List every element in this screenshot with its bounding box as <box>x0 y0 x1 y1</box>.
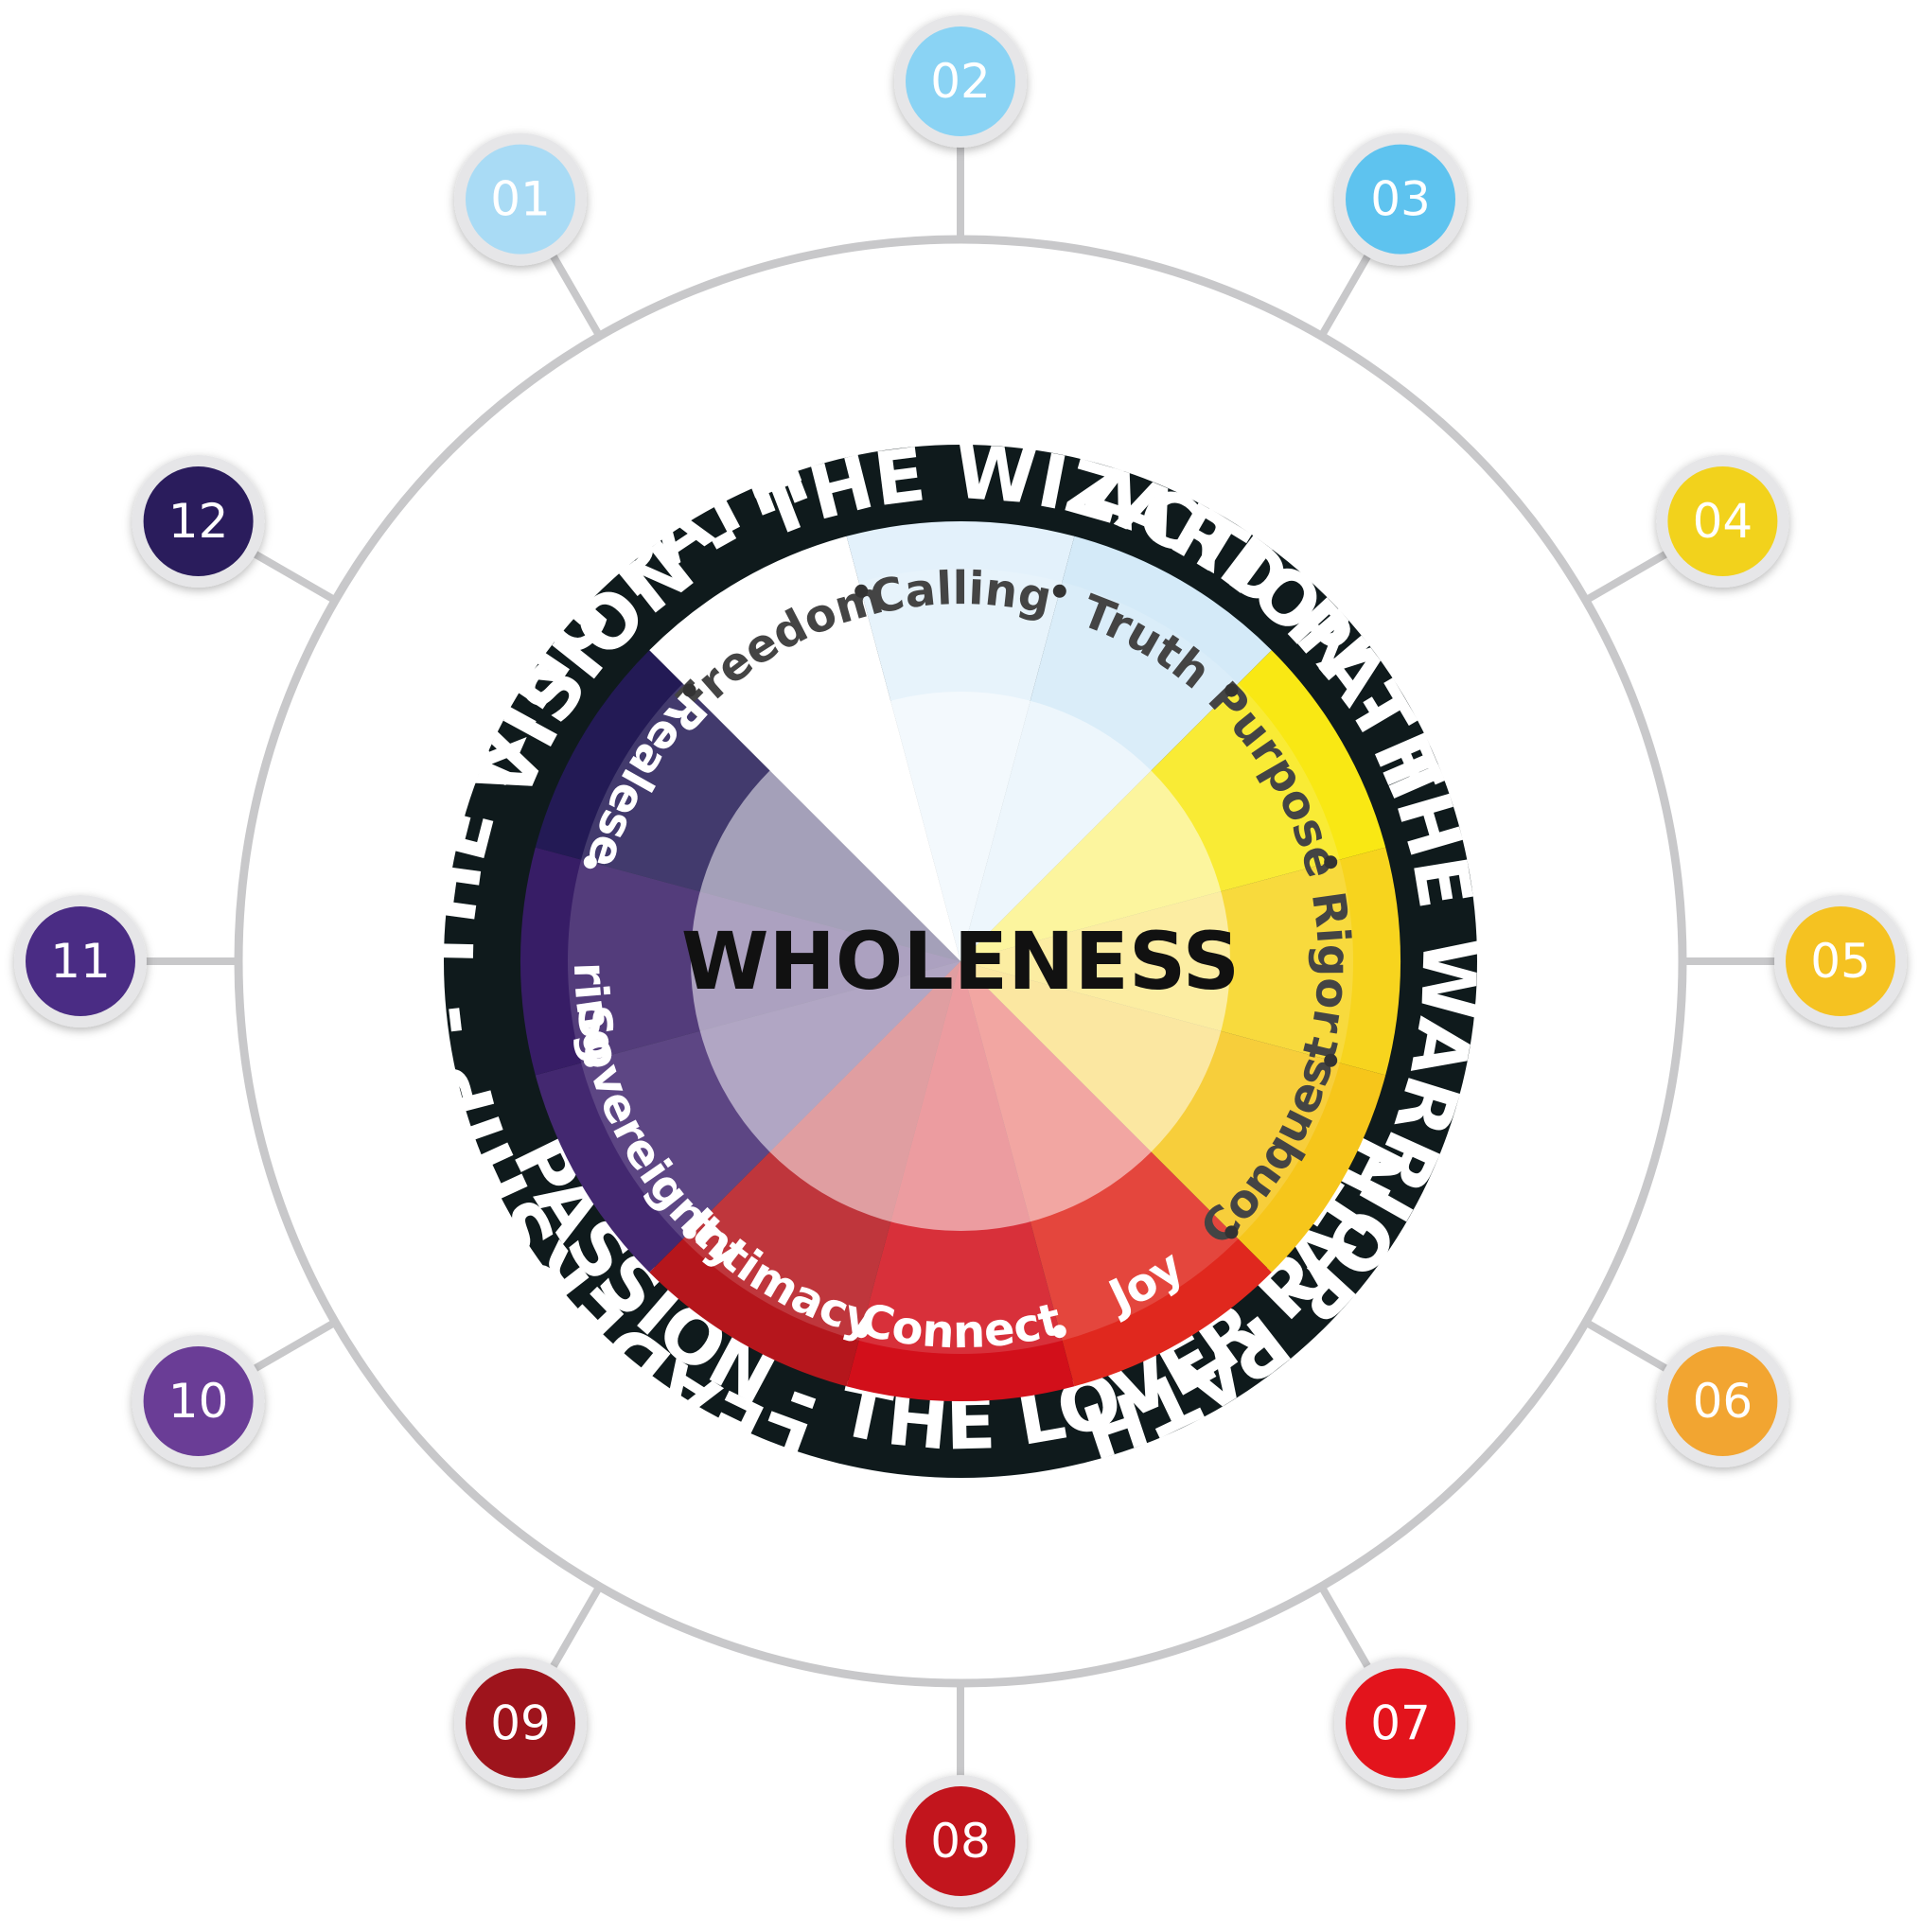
node-number: 01 <box>490 172 551 227</box>
node-number: 06 <box>1693 1374 1753 1429</box>
node-disc <box>1667 466 1778 576</box>
node-04: 04 <box>1656 455 1789 588</box>
node-number: 08 <box>930 1814 991 1869</box>
node-disc <box>906 1786 1015 1896</box>
node-disc <box>1667 1346 1778 1456</box>
segment-divider-dot <box>682 683 696 697</box>
center-label: WHOLENESS <box>681 915 1240 1008</box>
segment-dots <box>583 584 1338 1339</box>
node-number: 03 <box>1370 172 1431 227</box>
node-disc <box>1786 906 1895 1016</box>
node-08: 08 <box>894 1775 1027 1907</box>
node-11: 11 <box>14 895 147 1027</box>
segment-divider-dot <box>1324 1053 1338 1067</box>
segment-divider-dot <box>583 1053 597 1067</box>
node-03: 03 <box>1334 132 1467 266</box>
node-05: 05 <box>1774 895 1907 1027</box>
segment-divider-dot <box>854 584 869 598</box>
node-number: 07 <box>1370 1695 1431 1750</box>
segment-divider-dot <box>1052 1325 1066 1339</box>
node-02: 02 <box>894 15 1027 148</box>
ring-separator-dot <box>1418 1418 1440 1441</box>
segment-divider-dot <box>1324 855 1338 869</box>
node-number: 11 <box>50 934 111 989</box>
node-07: 07 <box>1334 1657 1467 1790</box>
node-number: 10 <box>168 1374 229 1429</box>
segment-divider-dot <box>1224 1225 1239 1239</box>
ring-separator-dot <box>481 482 503 504</box>
node-disc <box>466 144 575 255</box>
segment-divider-dot <box>583 855 597 869</box>
segment-label-rigor: Rigor <box>1300 888 1360 1037</box>
node-number: 02 <box>930 54 991 109</box>
node-disc <box>1346 144 1455 255</box>
node-number: 12 <box>168 494 229 549</box>
node-disc <box>26 906 135 1016</box>
ring-separator-dot <box>1418 482 1440 504</box>
center-disc <box>691 692 1230 1231</box>
node-number: 05 <box>1810 934 1871 989</box>
node-09: 09 <box>454 1657 587 1790</box>
node-12: 12 <box>132 455 265 588</box>
node-number: 09 <box>490 1695 551 1750</box>
node-06: 06 <box>1656 1335 1789 1467</box>
ring-separator-dot <box>481 1418 503 1441</box>
node-disc <box>143 466 254 576</box>
node-01: 01 <box>454 132 587 266</box>
node-disc <box>466 1668 575 1779</box>
node-10: 10 <box>132 1335 265 1467</box>
segment-label-calling: Calling <box>866 562 1056 625</box>
segment-divider-dot <box>854 1325 869 1339</box>
node-disc <box>1346 1668 1455 1779</box>
node-number: 04 <box>1693 494 1753 549</box>
node-disc <box>143 1346 254 1456</box>
segment-divider-dot <box>1052 584 1066 598</box>
node-disc <box>906 26 1015 136</box>
numbered-nodes: 01 02 03 04 05 06 07 08 09 10 11 12 <box>14 15 1907 1907</box>
segment-divider-dot <box>1224 683 1239 697</box>
segment-divider-dot <box>682 1225 696 1239</box>
